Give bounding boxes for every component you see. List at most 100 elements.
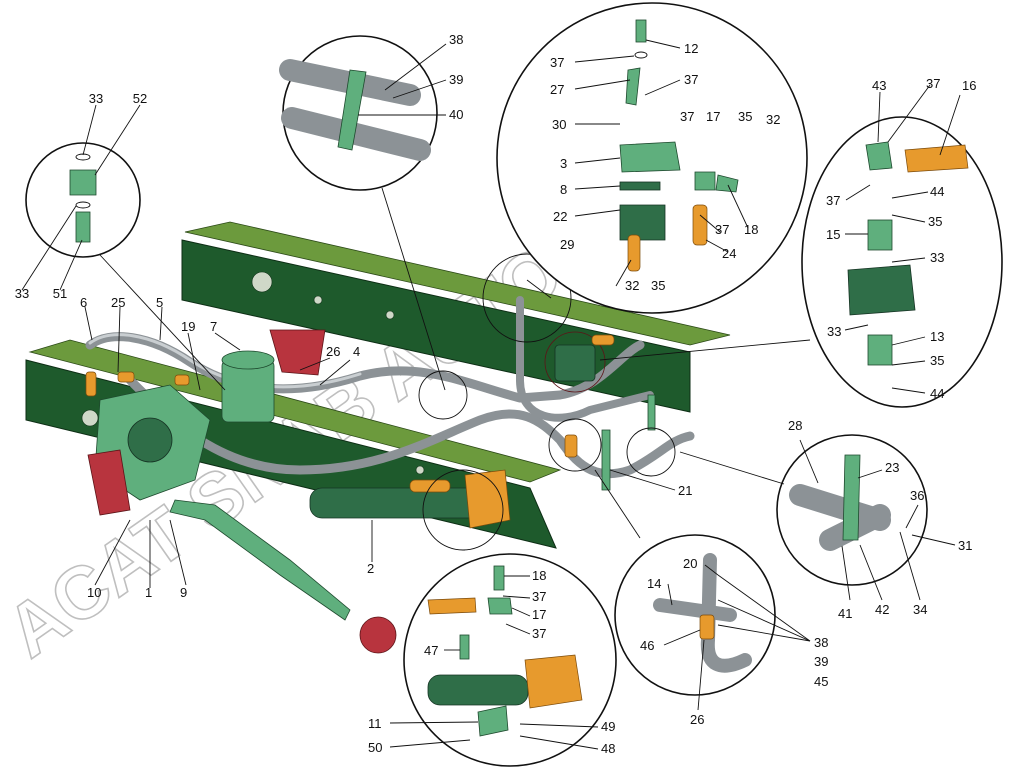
detail-fitting-ring <box>21 104 226 391</box>
callout-26: 26 <box>326 344 340 359</box>
leader-line <box>609 469 676 491</box>
callout-37: 37 <box>715 222 729 237</box>
pump-flange-part <box>867 334 893 366</box>
callout-12: 12 <box>684 41 698 56</box>
pump-body-part <box>847 264 916 316</box>
pump-hose <box>591 334 615 346</box>
leader-line <box>187 332 201 391</box>
leader-line <box>574 55 635 63</box>
clamp-part <box>699 614 715 640</box>
callout-4: 4 <box>353 344 360 359</box>
callout-42: 42 <box>875 602 889 617</box>
cylinder-bracket <box>464 469 511 529</box>
leader-line <box>679 451 785 485</box>
leader-line <box>526 279 552 299</box>
callout-33: 33 <box>15 286 29 301</box>
callout-21: 21 <box>678 483 692 498</box>
leader-line <box>705 239 729 253</box>
hose-clamp <box>564 434 578 458</box>
lower-rail-hole <box>415 465 425 475</box>
callout-32: 32 <box>625 278 639 293</box>
callout-5: 5 <box>156 295 163 310</box>
callout-37: 37 <box>926 76 940 91</box>
callout-16: 16 <box>962 78 976 93</box>
leader-line <box>877 91 881 143</box>
supply-line <box>516 296 654 422</box>
callout-23: 23 <box>885 460 899 475</box>
leader-line <box>21 205 77 291</box>
upper-rail-hole <box>385 310 395 320</box>
callout-33: 33 <box>827 324 841 339</box>
callout-44: 44 <box>930 184 944 199</box>
leader-line <box>319 359 351 386</box>
hose-clamp <box>117 371 135 383</box>
callout-52: 52 <box>133 91 147 106</box>
leader-line <box>891 387 926 394</box>
leader-line <box>891 360 926 366</box>
upper-rail-hole <box>313 295 323 305</box>
pipe-part <box>700 553 752 673</box>
leader-line <box>905 504 919 529</box>
leader-line <box>667 583 673 606</box>
callout-37: 37 <box>680 109 694 124</box>
callout-27: 27 <box>550 82 564 97</box>
return-line <box>125 375 695 479</box>
leader-line <box>717 599 811 642</box>
detail-circle <box>801 116 1003 408</box>
leader-line <box>389 721 479 724</box>
leader-line <box>511 607 531 617</box>
callout-50: 50 <box>368 740 382 755</box>
leader-line <box>599 339 811 361</box>
pump-fitting-part <box>865 141 893 171</box>
callout-33: 33 <box>930 250 944 265</box>
leader-line <box>644 79 681 96</box>
pump-flange-part <box>867 219 893 251</box>
main-leader-lines <box>84 306 676 588</box>
callout-6: 6 <box>80 295 87 310</box>
callout-47: 47 <box>424 643 438 658</box>
detail-pump-group <box>599 84 1003 408</box>
leader-line <box>505 623 531 635</box>
hydraulic-lines <box>85 296 695 479</box>
bushing-part <box>477 705 509 737</box>
callout-26: 26 <box>690 712 704 727</box>
tube-part <box>625 67 641 106</box>
leader-line <box>891 336 926 346</box>
callout-8: 8 <box>560 182 567 197</box>
callout-49: 49 <box>601 719 615 734</box>
hose-part <box>427 597 477 615</box>
callout-44: 44 <box>930 386 944 401</box>
steering-gear-flange <box>127 417 173 463</box>
callout-45: 45 <box>814 674 828 689</box>
callout-37: 37 <box>532 589 546 604</box>
valve-body <box>619 141 681 173</box>
leader-line <box>574 185 621 190</box>
callout-9: 9 <box>180 585 187 600</box>
leader-line <box>857 469 883 479</box>
tie-rod-end <box>359 616 397 654</box>
callout-22: 22 <box>553 209 567 224</box>
leader-line <box>82 104 97 156</box>
callout-28: 28 <box>788 418 802 433</box>
leader-line <box>891 257 926 263</box>
leader-line <box>519 723 599 728</box>
callout-36: 36 <box>910 488 924 503</box>
callout-7: 7 <box>210 319 217 334</box>
callout-40: 40 <box>449 107 463 122</box>
callout-19: 19 <box>181 319 195 334</box>
callout-1: 1 <box>145 585 152 600</box>
hose-clamp <box>85 371 97 397</box>
leader-line <box>59 239 83 291</box>
callout-43: 43 <box>872 78 886 93</box>
leader-line <box>502 595 531 599</box>
leader-line <box>717 574 811 642</box>
callout-2: 2 <box>367 561 374 576</box>
pump-highlight <box>544 331 606 393</box>
detail-circle <box>403 553 617 767</box>
leader-line <box>891 214 926 223</box>
drag-link <box>169 499 351 621</box>
gear-bracket <box>87 449 131 516</box>
leader-line <box>389 739 471 748</box>
leader-line <box>717 624 811 642</box>
